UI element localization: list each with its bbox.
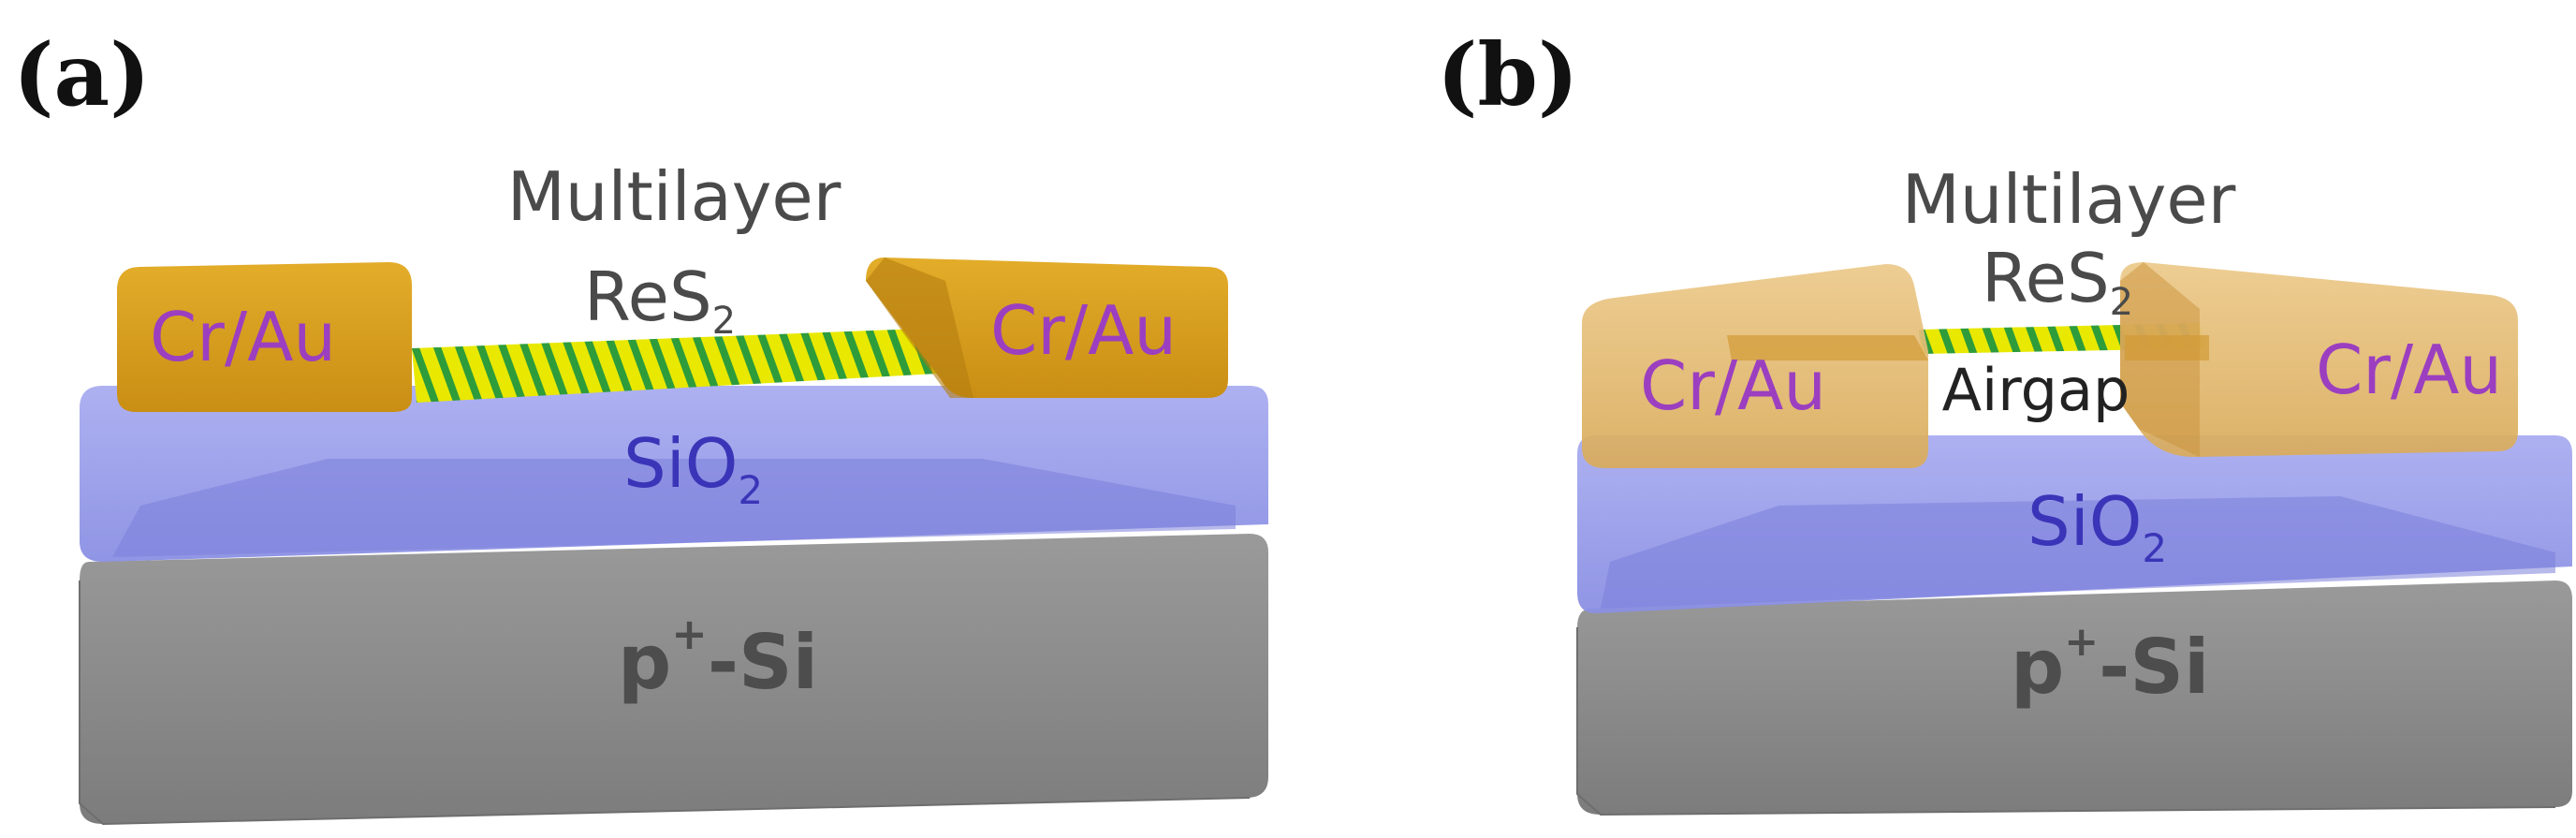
panel-a-left-electrode [117, 262, 412, 412]
panel-a-right-electrode [866, 257, 1228, 398]
panel-b-title-line1: Multilayer [1902, 160, 2236, 239]
panel-a-res2-flake [412, 328, 955, 403]
panel-b-oxide-layer [1577, 435, 2572, 613]
panel-b-right-electrode [2120, 262, 2518, 457]
panel-a-substrate [79, 534, 1268, 826]
panel-b-substrate-label: p+-Si [2011, 618, 2209, 711]
panel-b-title-line2: ReS2 [1982, 239, 2133, 324]
panel-b-label: (b) [1437, 24, 1578, 125]
panel-b-airgap-label: Airgap [1942, 356, 2130, 424]
panel-b-right-electrode-label: Cr/Au [2316, 331, 2502, 409]
panel-a-substrate-label: p+-Si [618, 609, 818, 706]
panel-a-right-electrode-label: Cr/Au [990, 291, 1177, 370]
panel-a-oxide-label: SiO2 [623, 424, 763, 513]
panel-b-left-electrode [1582, 264, 1928, 468]
panel-a-label: (a) [13, 24, 151, 125]
panel-a: (a) p+-Si SiO2 Cr/Au Cr/Au [13, 24, 1268, 826]
panel-a-oxide-layer [80, 386, 1268, 562]
panel-b-oxide-label: SiO2 [2027, 482, 2167, 571]
panel-b: (b) p+-Si SiO2 Cr/Au C [1437, 24, 2572, 816]
panel-b-substrate [1576, 581, 2572, 816]
panel-b-left-electrode-label: Cr/Au [1640, 346, 1826, 425]
panel-a-title-line1: Multilayer [507, 157, 842, 236]
panel-a-title-line2: ReS2 [584, 257, 736, 343]
panel-a-left-electrode-label: Cr/Au [150, 298, 336, 376]
